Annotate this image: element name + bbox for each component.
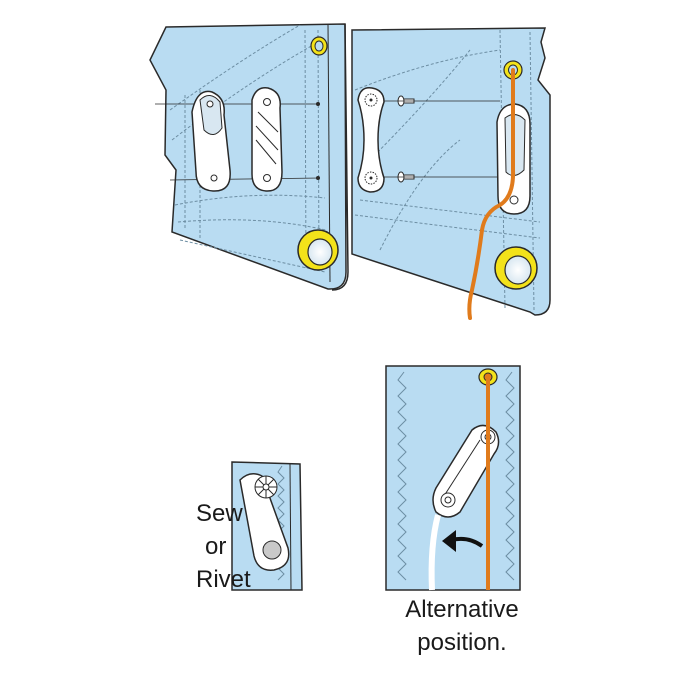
- or-label: or: [205, 533, 227, 560]
- sew-label: Sew: [196, 500, 243, 527]
- large-eyelet-icon: [297, 229, 339, 271]
- large-eyelet-icon: [494, 246, 538, 290]
- rivet-hole-icon: [262, 540, 282, 560]
- curved-arrow-icon: [442, 530, 484, 552]
- sew-rivet-detail: [231, 461, 303, 591]
- eyelet-icon: [310, 36, 328, 56]
- rivet-label: Rivet: [196, 566, 251, 593]
- cleat-fitting-icon: [191, 90, 231, 192]
- leader-lines-right: [384, 100, 500, 178]
- sail-panel-left: [149, 23, 349, 291]
- alternative-position-detail: [385, 365, 521, 591]
- rivet-plate-icon: [357, 87, 385, 193]
- jammer-fitting-icon: [251, 87, 283, 192]
- alternative-label-line2: position.: [417, 629, 507, 656]
- leader-lines-left: [155, 103, 321, 181]
- alternative-position-label: Alternative position.: [392, 593, 532, 659]
- control-line: [467, 68, 516, 320]
- sew-star-icon: [254, 475, 278, 499]
- alternative-label-line1: Alternative: [405, 596, 519, 623]
